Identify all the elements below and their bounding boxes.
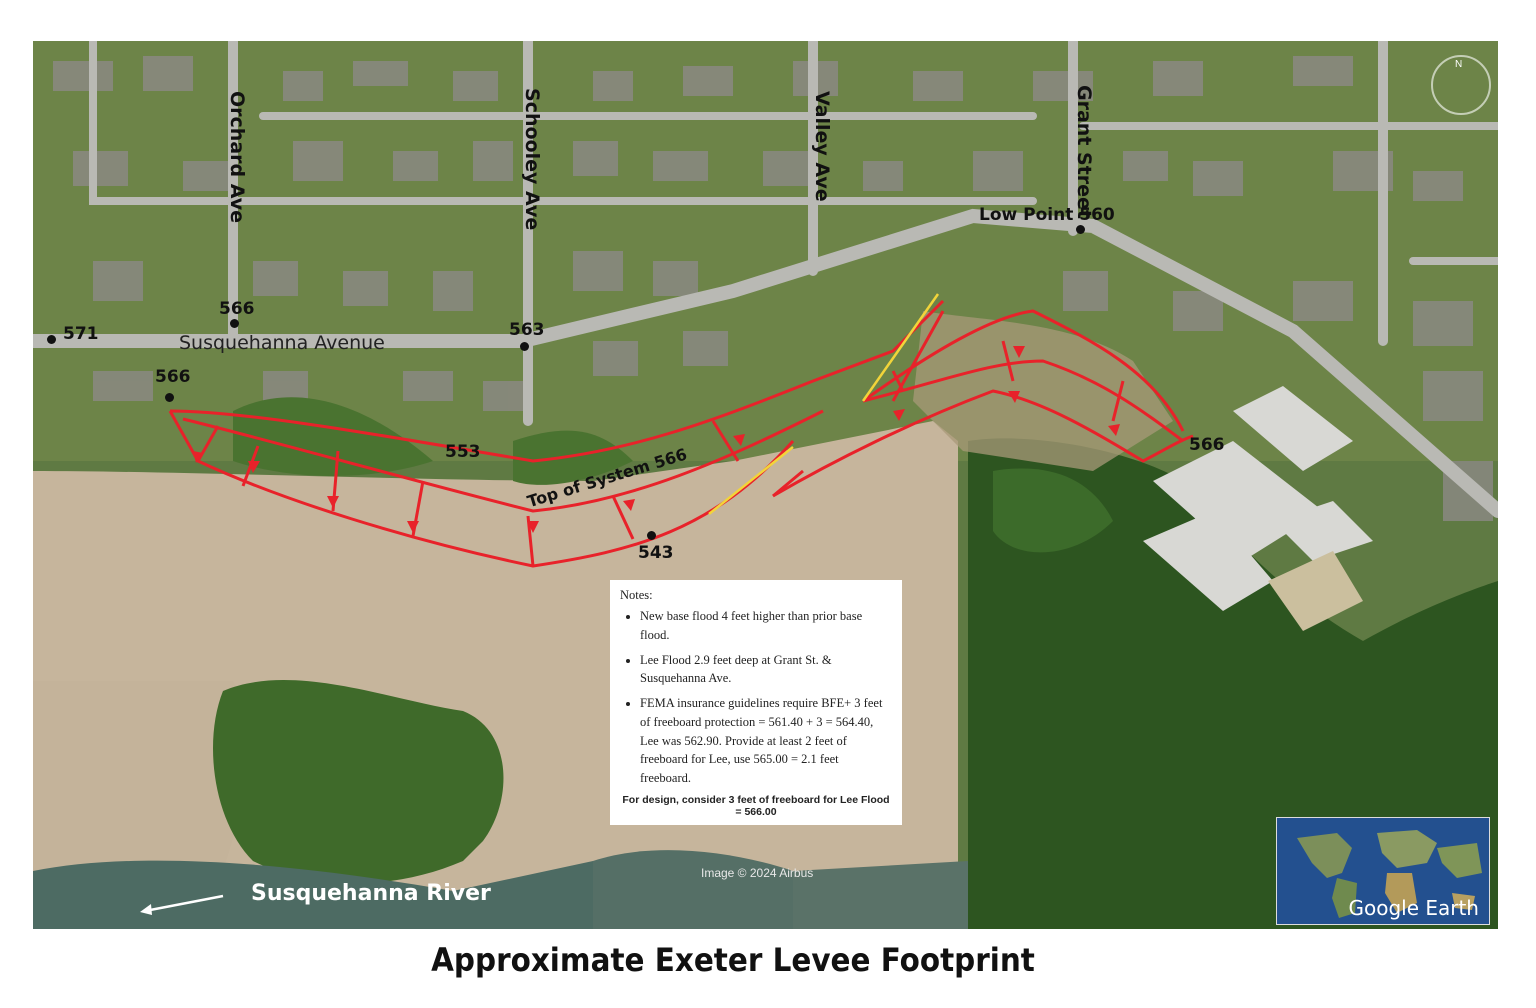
elevation-dot	[520, 342, 529, 351]
globe-inset: Google Earth	[1276, 817, 1490, 925]
note-item: New base flood 4 feet higher than prior …	[640, 607, 892, 645]
design-note: For design, consider 3 feet of freeboard…	[622, 793, 890, 818]
notes-box: Notes: New base flood 4 feet higher than…	[610, 580, 902, 825]
elevation-563: 563	[509, 320, 545, 340]
elevation-566-orchard: 566	[219, 299, 255, 319]
compass-icon[interactable]: N	[1431, 55, 1491, 115]
elevation-dot	[1076, 225, 1085, 234]
compass-north: N	[1455, 59, 1463, 70]
elevation-dot	[165, 393, 174, 402]
notes-heading: Notes:	[620, 588, 653, 602]
elevation-553: 553	[445, 442, 481, 462]
elevation-566-west: 566	[155, 367, 191, 387]
levee-outline	[168, 299, 1194, 568]
street-label-grant: Grant Street	[1073, 85, 1095, 220]
street-label-schooley: Schooley Ave	[521, 88, 543, 231]
low-point-label: Low Point 560	[979, 205, 1115, 225]
note-item: FEMA insurance guidelines require BFE+ 3…	[640, 694, 892, 788]
elevation-dot	[230, 319, 239, 328]
elevation-dot	[47, 335, 56, 344]
levee-triangles	[193, 346, 1120, 533]
image-credit: Image © 2024 Airbus	[701, 866, 814, 880]
elevation-566-east: 566	[1189, 435, 1225, 455]
page-title: Approximate Exeter Levee Footprint	[431, 941, 1035, 979]
note-item: Lee Flood 2.9 feet deep at Grant St. & S…	[640, 651, 892, 689]
elevation-571: 571	[63, 324, 99, 344]
river-label: Susquehanna River	[251, 881, 491, 906]
elevation-543: 543	[638, 543, 674, 563]
elevation-dot	[647, 531, 656, 540]
notes-list: New base flood 4 feet higher than prior …	[620, 607, 892, 788]
street-label-valley: Valley Ave	[811, 91, 833, 202]
google-earth-logo: Google Earth	[1348, 896, 1479, 920]
street-label-orchard: Orchard Ave	[226, 91, 248, 224]
aerial-map: Orchard Ave Schooley Ave Valley Ave Gran…	[33, 41, 1498, 929]
street-label-susquehanna-ave: Susquehanna Avenue	[179, 332, 385, 354]
world-map-icon	[1277, 818, 1489, 924]
